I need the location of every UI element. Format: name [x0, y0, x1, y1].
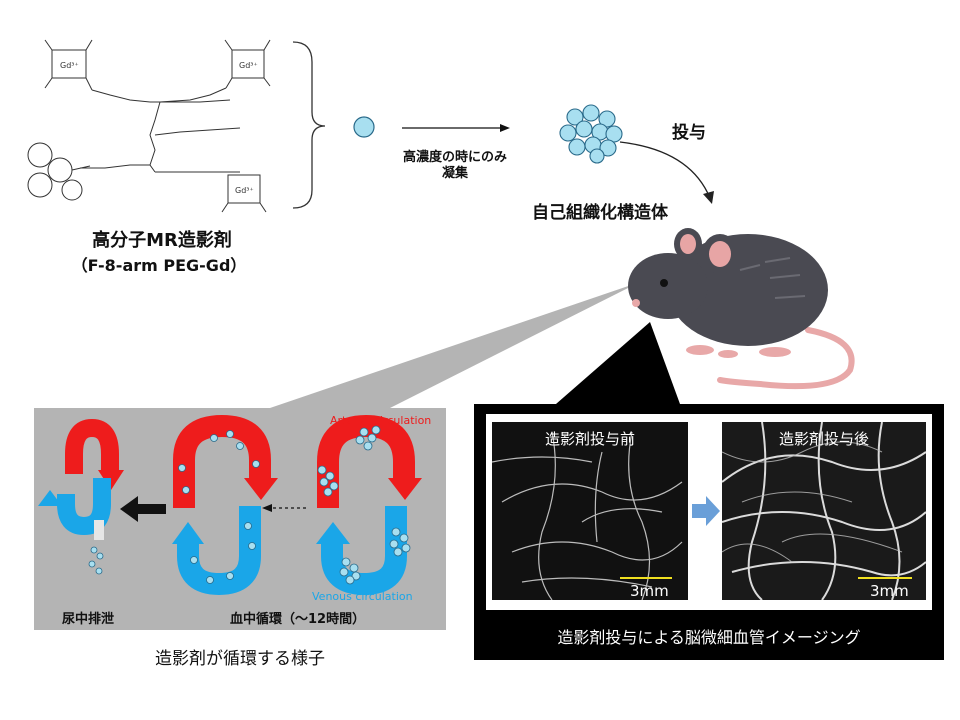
- venous-label: Venous circulation: [312, 590, 413, 603]
- aggregation-note-line1: 高濃度の時にのみ: [402, 150, 507, 165]
- mouse-illustration: [628, 228, 855, 390]
- blood-circulation-label: 血中循環（～12時間）: [230, 612, 366, 627]
- circulation-graphic: [38, 414, 422, 596]
- circulation-panel: Arterial circulation Venous circulation …: [34, 408, 446, 630]
- aggregation-note-line2: 凝集: [441, 166, 468, 181]
- mri-before-image: 造影剤投与前 3mm: [491, 422, 688, 601]
- vessel-before-graphic: [491, 431, 683, 601]
- svg-text:Gd³⁺: Gd³⁺: [239, 61, 258, 70]
- excretion-label: 尿中排泄: [62, 612, 115, 627]
- contrast-agent-name: 高分子MR造影剤: [92, 230, 232, 251]
- imaging-panel: 造影剤投与前 3mm: [474, 404, 944, 660]
- svg-text:Gd³⁺: Gd³⁺: [60, 61, 79, 70]
- blood-circulation-loop-icon: [172, 414, 278, 596]
- imaging-frame: 造影剤投与前 3mm: [486, 414, 932, 610]
- aggregation-arrow-icon: [402, 124, 510, 132]
- self-assembly-label: 自己組織化構造体: [532, 203, 668, 223]
- single-particle-icon: [353, 116, 375, 138]
- circulation-dashed-arrow-icon: [262, 504, 306, 512]
- administration-label: 投与: [672, 123, 706, 143]
- administration-arrow-icon: [619, 141, 714, 204]
- contrast-agent-formula: （F-8-arm PEG-Gd）: [71, 256, 247, 275]
- arterial-label: Arterial circulation: [330, 414, 432, 427]
- scale-before-label: 3mm: [630, 582, 669, 600]
- mri-after-image: 造影剤投与後 3mm: [721, 421, 927, 601]
- before-label: 造影剤投与前: [544, 430, 635, 448]
- imaging-caption: 造影剤投与による脳微細血管イメージング: [557, 628, 861, 647]
- excretion-arrow-icon: [120, 496, 166, 522]
- zoom-cone-right: [556, 322, 680, 404]
- excretion-loop-icon: [38, 418, 124, 575]
- zoom-cone-left: [270, 282, 640, 408]
- arterial-venous-loop-icon: [316, 414, 422, 596]
- after-label: 造影剤投与後: [778, 430, 869, 448]
- particle-cluster-icon: [559, 104, 623, 164]
- circulation-caption: 造影剤が循環する様子: [155, 649, 325, 669]
- brace-icon: [292, 41, 326, 209]
- molecule-structure-icon: Gd³⁺ Gd³⁺ Gd³⁺: [27, 39, 271, 213]
- svg-text:Gd³⁺: Gd³⁺: [235, 186, 254, 195]
- scale-after-label: 3mm: [870, 582, 909, 600]
- before-after-arrow-icon: [692, 496, 720, 526]
- vessel-after-graphic: [721, 421, 927, 601]
